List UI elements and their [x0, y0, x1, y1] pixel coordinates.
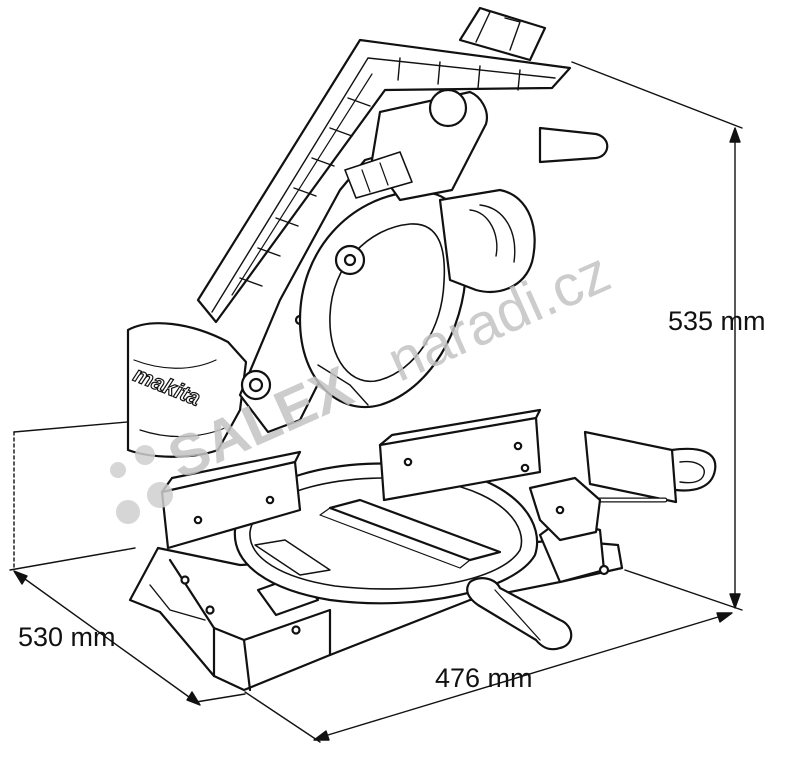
width-dimension — [244, 612, 733, 743]
turntable — [233, 462, 539, 605]
saw-handle — [344, 88, 488, 202]
front-lock-handle — [466, 577, 573, 651]
right-extension-arm — [528, 430, 717, 542]
blade-guard — [298, 190, 468, 409]
width-dimension-label: 476 mm — [435, 663, 533, 693]
motor-housing — [438, 126, 609, 293]
height-dimension — [571, 61, 743, 611]
upper-table — [196, 38, 572, 324]
height-dimension-label: 535 mm — [668, 306, 766, 336]
depth-dimension-label: 530 mm — [18, 622, 116, 652]
right-fence — [378, 408, 542, 502]
depth-dimension — [9, 419, 246, 706]
top-fence — [458, 6, 547, 62]
